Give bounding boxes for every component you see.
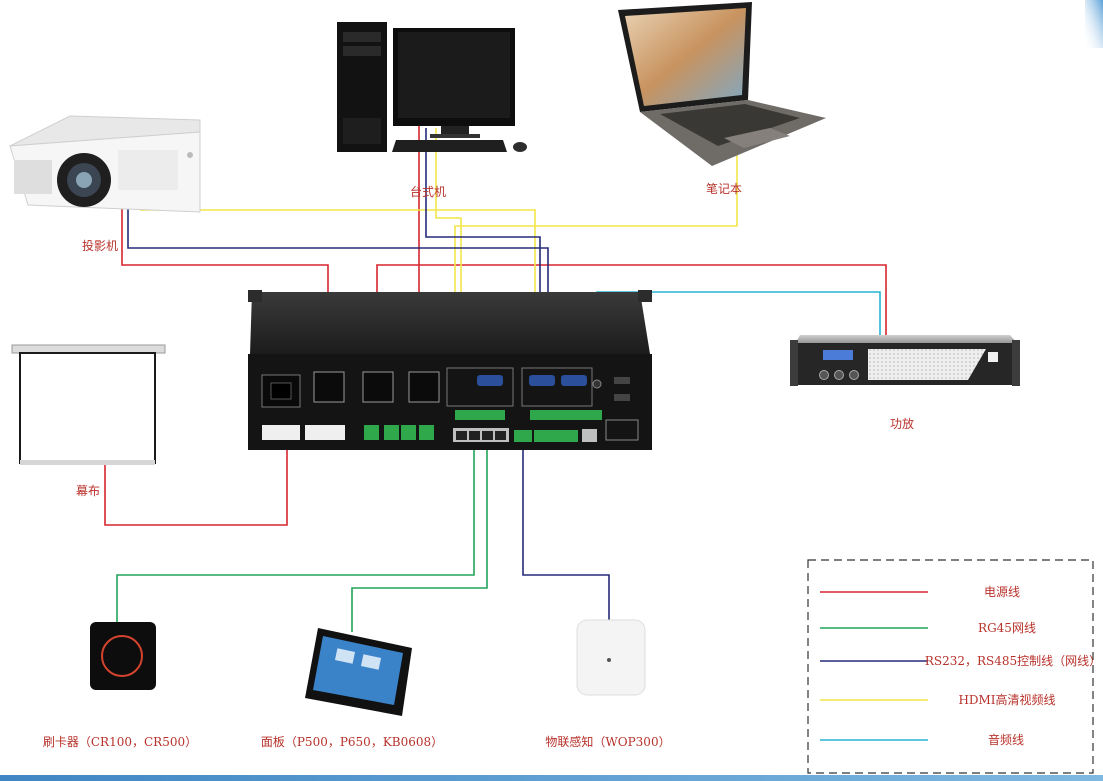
- iot-sensor: [576, 619, 646, 696]
- laptop-screen: [625, 8, 746, 106]
- projector-side-panel: [118, 150, 178, 190]
- label-projector: 投影机: [82, 238, 118, 253]
- screen-top-bar: [11, 344, 166, 354]
- panel-tile: [334, 648, 356, 664]
- controller-rack-ear-left: [248, 290, 262, 302]
- controller-terminal-green-3: [401, 425, 416, 440]
- control-panel: [305, 628, 412, 716]
- controller-vga-port-3: [561, 375, 587, 386]
- laptop: [618, 2, 826, 166]
- controller-terminal-white-1: [262, 425, 300, 440]
- panel-screen: [313, 636, 403, 705]
- legend-label-hdmi: HDMI高清视频线: [958, 692, 1055, 707]
- top-right-corner-glow: [1085, 0, 1103, 48]
- screen-surface: [19, 352, 156, 464]
- power-line-screen: [104, 415, 288, 526]
- amplifier-knob-1: [819, 370, 829, 380]
- controller-terminal-row-2: [530, 410, 602, 420]
- controller-rj45-port: [495, 431, 506, 440]
- amplifier-display: [823, 350, 853, 360]
- legend-label-control: RS232，RS485控制线（网线）: [925, 654, 1101, 668]
- amplifier-rack-ear-right: [1012, 340, 1020, 386]
- desktop-keyboard: [392, 140, 507, 152]
- controller-vga-port-2: [529, 375, 555, 386]
- laptop-keyboard: [660, 104, 800, 146]
- laptop-touchpad: [724, 128, 790, 148]
- controller-terminal-green-2: [384, 425, 399, 440]
- rg45-line-card-reader: [116, 443, 475, 626]
- legend-box: [807, 559, 1094, 774]
- control-line-iot: [522, 443, 610, 626]
- controller-terminal-green-4: [419, 425, 434, 440]
- controller-label-plate: [605, 419, 639, 441]
- desktop-mouse: [513, 142, 527, 152]
- controller-audio-jack: [592, 379, 602, 389]
- projector-lens-glass: [76, 172, 92, 188]
- legend: 电源线 RG45网线 RS232，RS485控制线（网线） HDMI高清视频线 …: [807, 559, 1101, 774]
- panel-tile: [360, 654, 382, 670]
- desktop-tower-vent: [343, 118, 381, 144]
- card-reader-ring: [101, 635, 143, 677]
- legend-label-audio: 音频线: [988, 732, 1024, 747]
- label-panel: 面板（P500，P650，KB0608）: [261, 735, 443, 749]
- screen-bottom-bar: [20, 460, 155, 465]
- label-card-reader: 刷卡器（CR100，CR500）: [43, 735, 197, 749]
- amplifier: [790, 335, 1020, 386]
- desktop-tower-bay: [343, 46, 381, 56]
- amplifier-knob-3: [849, 370, 859, 380]
- controller-power-inlet-core: [270, 382, 292, 400]
- projector: [9, 115, 201, 213]
- projection-screen: [11, 344, 166, 465]
- projector-vent: [14, 160, 52, 194]
- controller-vga-port-1: [477, 375, 503, 386]
- controller-terminal-green-5: [514, 430, 532, 442]
- iot-sensor-dot: [607, 658, 611, 662]
- controller-lan-port: [582, 429, 597, 442]
- desktop-monitor-screen: [398, 32, 510, 118]
- desktop-computer: [337, 22, 527, 152]
- controller-top: [250, 292, 650, 354]
- controller-rj45-port: [469, 431, 480, 440]
- controller-terminal-green-6: [534, 430, 578, 442]
- controller-rj45-port: [482, 431, 493, 440]
- iot-sensor-body: [576, 619, 646, 696]
- controller-rack-ear-right: [638, 290, 652, 302]
- desktop-monitor-stand: [441, 126, 469, 135]
- controller-hdmi-port-1: [614, 377, 630, 384]
- label-iot-sensor: 物联感知（WOP300）: [545, 734, 670, 749]
- card-reader: [90, 622, 156, 690]
- amplifier-knob-2: [834, 370, 844, 380]
- bottom-blue-bar: [0, 775, 1103, 781]
- label-screen: 幕布: [76, 484, 100, 498]
- controller-terminal-white-2: [305, 425, 345, 440]
- label-laptop: 笔记本: [706, 181, 742, 196]
- rg45-line-panel: [351, 443, 488, 632]
- controller-terminal-row-1: [455, 410, 505, 420]
- central-controller: [248, 290, 652, 450]
- amplifier-mesh-grille: [868, 349, 986, 380]
- controller-terminal-green-1: [364, 425, 379, 440]
- desktop-monitor-base: [430, 134, 480, 138]
- legend-label-power: 电源线: [984, 585, 1020, 599]
- label-amplifier: 功放: [890, 416, 914, 431]
- controller-outlet-1: [313, 371, 345, 403]
- controller-outlet-3: [408, 371, 440, 403]
- projector-indicator: [187, 152, 193, 158]
- controller-outlet-2: [362, 371, 394, 403]
- desktop-tower-bay: [343, 32, 381, 42]
- controller-io-box-1: [446, 367, 514, 407]
- label-desktop: 台式机: [410, 184, 446, 199]
- amplifier-rack-ear-left: [790, 340, 798, 386]
- card-reader-body: [90, 622, 156, 690]
- controller-io-box-2: [521, 367, 593, 407]
- legend-label-rg45: RG45网线: [978, 621, 1036, 635]
- controller-rj45-port: [456, 431, 467, 440]
- amplifier-top: [795, 335, 1018, 344]
- amplifier-power-button: [988, 352, 998, 362]
- controller-hdmi-port-2: [614, 394, 630, 401]
